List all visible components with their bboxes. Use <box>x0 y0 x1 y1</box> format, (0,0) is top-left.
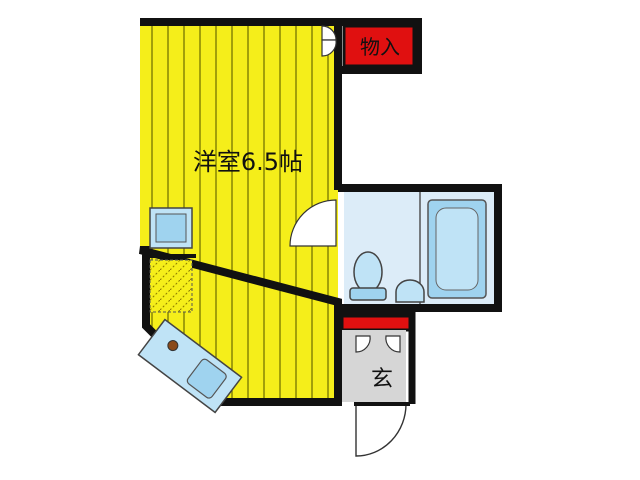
storage-closet[interactable] <box>342 24 416 68</box>
entrance-wall <box>338 308 416 404</box>
front-door-swing-icon[interactable] <box>355 403 407 457</box>
closet-door-swing-icon <box>321 25 337 57</box>
entrance-label: 玄 <box>371 367 393 392</box>
washer-icon <box>149 207 193 249</box>
bathtub-icon <box>427 199 487 299</box>
sink-icon <box>186 358 227 399</box>
stove-icon <box>167 340 179 352</box>
storage-wall <box>338 18 422 74</box>
toilet-icon <box>349 251 387 301</box>
kitchen-counter <box>137 318 243 414</box>
storage-label: 物入 <box>360 35 400 59</box>
bathroom-door-swing-icon <box>289 199 337 247</box>
shoe-cabinet[interactable] <box>340 314 412 332</box>
main-room-label: 洋室6.5帖 <box>193 148 303 176</box>
entrance-inner-door-swing-icon <box>355 335 401 353</box>
bathroom-wall <box>338 184 502 312</box>
washbasin-icon <box>395 279 425 303</box>
refrigerator-icon <box>149 259 193 313</box>
